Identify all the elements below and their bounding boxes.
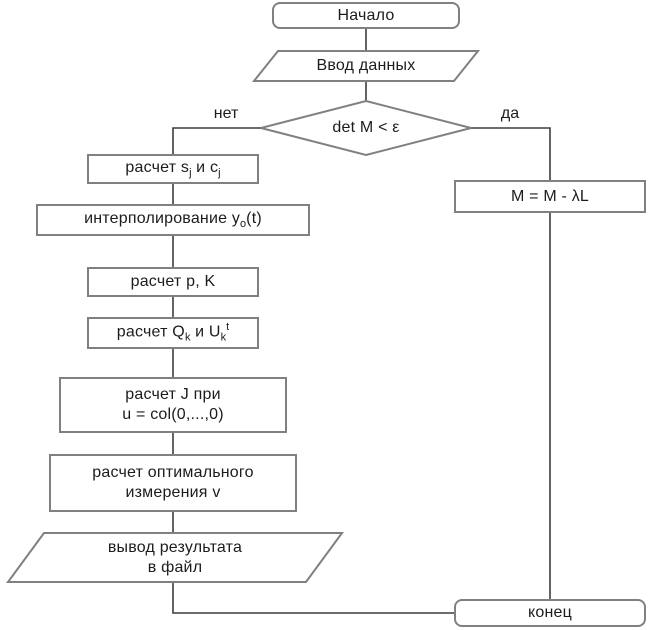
calc-qu-sub2: k [220,331,227,344]
calc-pk-node: расчет p, K [88,268,258,296]
calc-qu-part1: расчет Q [116,323,185,341]
input-node: Ввод данных [254,51,478,81]
calc-qu-sup1: t [226,320,230,333]
connector-decision-no-branch [172,127,261,155]
interp-node: интерполирование yo(t) [37,205,309,235]
output-node: вывод результата в файл [8,533,342,582]
calc-v-node: расчет оптимального измерения v [50,455,296,511]
calc-sc-rect-shape [87,154,259,184]
start-terminator-shape [272,2,460,29]
branch-yes-label: да [486,103,534,125]
branch-no-label: нет [196,103,256,125]
start-node: Начало [273,3,459,28]
calc-qu-node: расчет Qk и Ukt [88,318,258,348]
calc-sc-sub2: j [218,166,221,179]
m-update-rect-shape [454,180,646,213]
calc-v-line2: измерения v [125,484,221,501]
node-shapes [6,2,646,627]
calc-v-rect-shape [49,454,297,512]
calc-pk-label: расчет p, K [130,273,216,290]
connector-output-end [172,582,455,614]
calc-qu-rect-shape [87,317,259,349]
decision-diamond-shape [260,99,472,157]
m-update-label: M = M - λL [510,187,589,205]
m-update-node: M = M - λL [455,181,645,212]
input-label: Ввод данных [316,57,416,74]
start-label: Начало [337,6,395,24]
calc-sc-label: расчет sj и cj [125,158,220,181]
no-text: нет [213,105,239,122]
interp-part1: интерполирование y [84,209,241,227]
calc-qu-part2: и U [190,323,221,341]
connector-decision-yes-branch [471,127,551,181]
end-label: конец [528,604,572,621]
interp-sub1: o [240,217,247,230]
calc-j-line2: u = col(0,...,0) [122,406,224,423]
calc-j-line1: расчет J при [125,386,221,403]
calc-sc-part2: и c [191,158,219,176]
calc-pk-rect-shape [87,267,259,297]
decision-node: det M < ε [261,101,471,155]
calc-sc-node: расчет sj и cj [88,155,258,183]
interp-rect-shape [36,204,310,236]
calc-j-rect-shape [59,377,287,433]
interp-part2: (t) [246,209,262,227]
calc-sc-part1: расчет s [125,158,190,176]
output-parallelogram-shape [6,532,344,583]
calc-j-node: расчет J при u = col(0,...,0) [60,378,286,432]
input-parallelogram-shape [251,50,481,82]
connector-lines [172,28,551,614]
calc-v-line1: расчет оптимального [92,464,254,481]
calc-qu-label: расчет Qk и Ukt [117,321,229,345]
yes-text: да [500,105,520,122]
calc-sc-sub1: j [189,166,192,179]
calc-qu-sub1: k [184,331,191,344]
output-line2: в файл [147,558,203,576]
end-node: конец [455,600,645,626]
decision-label: det M < ε [332,119,400,136]
end-terminator-shape [454,599,646,627]
output-line1: вывод результата [107,538,243,556]
interp-label: интерполирование yo(t) [84,209,262,232]
